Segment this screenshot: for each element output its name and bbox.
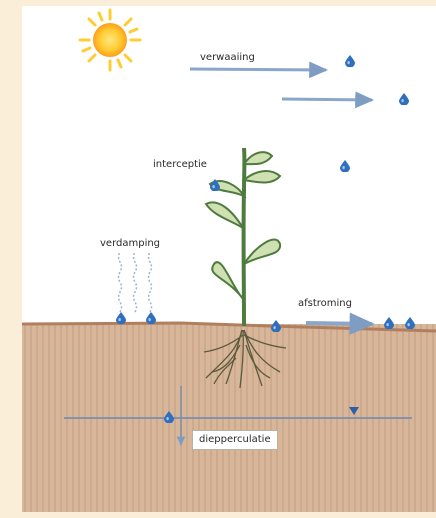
label-verwaaiing: verwaaiing [200, 52, 255, 64]
label-afstroming: afstroming [298, 298, 352, 310]
label-verdamping: verdamping [100, 238, 160, 250]
label-diepperculatie: diepperculatie [192, 430, 278, 450]
sun-icon [80, 10, 140, 70]
runoff-arrow [306, 323, 372, 324]
label-interceptie: interceptie [153, 159, 207, 171]
wind-arrow-lower [282, 99, 372, 100]
wind-arrow-upper [190, 69, 326, 70]
